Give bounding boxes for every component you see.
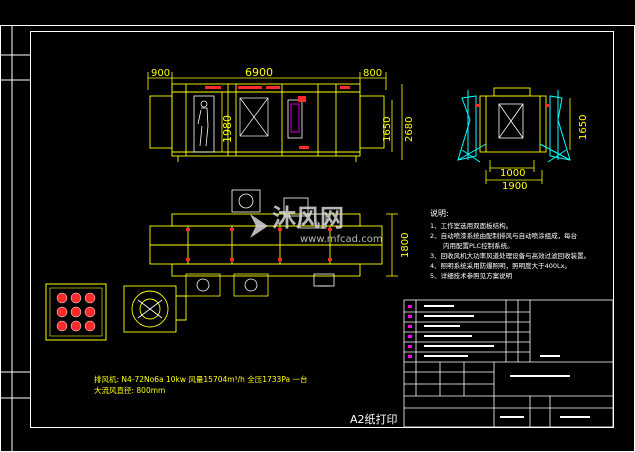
dim-front-main: 6900 — [245, 66, 273, 79]
side-duct-supports — [457, 90, 571, 163]
plan-lower-detail — [196, 278, 258, 292]
exhaust-fan-blades — [137, 299, 163, 319]
spec-fan-line: 排风机: N4-72No6a 10kw 风量15704m³/h 全压1733Pa… — [94, 374, 308, 384]
plan-lower-boxes — [185, 273, 269, 297]
notes-item: 4、照明系统采用防爆照明，照明度大于400Lx。 — [430, 261, 571, 270]
spray-unit-icon — [287, 96, 306, 139]
dim-front-height-mid: 1650 — [382, 117, 393, 142]
side-filter-panel — [498, 103, 524, 139]
notes-item: 内用配置PLC控制系统。 — [443, 241, 514, 250]
dim-front-right: 800 — [363, 68, 382, 79]
fan-specs: 排风机: N4-72No6a 10kw 风量15704m³/h 全压1733Pa… — [94, 374, 308, 395]
side-elevation-view: 1650 1000 1900 — [457, 87, 589, 192]
dim-side-height: 1650 — [578, 115, 589, 140]
side-body — [479, 87, 547, 153]
notes-item: 3、回收风机大功率风道处理设备与高效过滤回收装置。 — [430, 251, 590, 260]
front-filter-panel — [239, 97, 269, 137]
print-note: A2纸打印 — [350, 412, 398, 426]
notes-item: 1、工作室选用双面板结构。 — [430, 221, 512, 230]
dim-side-width-total: 1900 — [502, 181, 527, 192]
dim-front-height-total: 2680 — [404, 117, 415, 142]
dim-front-left: 900 — [151, 68, 170, 79]
watermark-url: www.mfcad.com — [300, 234, 383, 245]
dim-plan-depth: 1800 — [400, 233, 411, 258]
front-elevation-view: 900 6900 800 — [147, 66, 415, 162]
front-body — [149, 83, 385, 162]
exhaust-fan — [123, 285, 187, 333]
title-block-placeholder-text — [424, 305, 590, 418]
operator-figure-icon — [193, 95, 215, 153]
plan-view: 1800 — [45, 189, 411, 341]
notes-item: 2、自动喷漆系统由配制排风与自动喷涂组成，每台 — [430, 231, 577, 240]
front-dim-lines — [147, 72, 387, 90]
side-dims — [485, 98, 571, 184]
spec-duct-line: 大流风直径: 800mm — [94, 385, 165, 395]
front-vertical-dims — [221, 84, 403, 160]
plan-red-marks — [186, 228, 332, 261]
filter-grid-box — [45, 283, 107, 341]
watermark-brand: 沐风网 — [272, 204, 344, 232]
dim-side-width-inner: 1000 — [500, 168, 525, 179]
watermark-logo: 沐风网 www.mfcad.com — [250, 204, 383, 245]
plan-dims — [386, 213, 398, 277]
notes-title: 说明: — [430, 208, 449, 218]
side-red-marks — [476, 104, 550, 107]
front-red-marks — [205, 86, 350, 149]
plan-body — [149, 213, 383, 277]
plan-equipment — [231, 189, 335, 287]
dim-front-height-inner: 1980 — [221, 115, 234, 143]
title-block — [403, 299, 614, 428]
title-block-markers — [408, 305, 412, 358]
notes-item: 5、详细技术参照见方案说明 — [430, 271, 513, 280]
notes-block: 说明: 1、工作室选用双面板结构。 2、自动喷漆系统由配制排风与自动喷涂组成，每… — [430, 208, 590, 280]
